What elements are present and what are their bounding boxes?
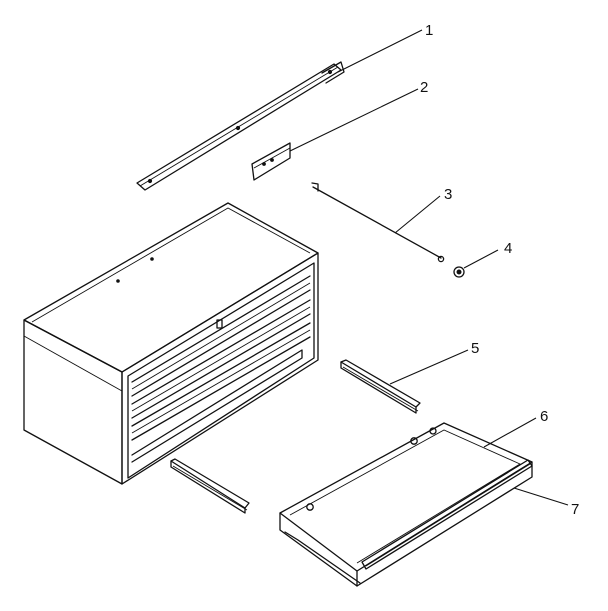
part-2-mounting-bracket <box>251 142 291 181</box>
callout-7-label: 7 <box>571 501 579 518</box>
part-4-retainer-clip <box>453 266 465 278</box>
left-drawer-slide <box>170 458 250 514</box>
tool-chest-body <box>23 202 319 485</box>
callout-3-label: 3 <box>444 186 452 203</box>
callout-5-label: 5 <box>471 340 479 357</box>
part-3-lock-rod <box>311 182 445 263</box>
callout-6-label: 6 <box>540 408 548 425</box>
callouts: 1 2 3 4 5 6 7 <box>289 22 579 518</box>
callout-2-label: 2 <box>420 79 428 96</box>
callout-4-label: 4 <box>504 240 512 257</box>
part-5-drawer-slide <box>340 359 421 414</box>
callout-1-label: 1 <box>425 22 433 39</box>
part-1-top-rail <box>136 61 345 191</box>
part-6-drawer <box>279 422 533 587</box>
part-7-drawer-rail <box>284 459 533 584</box>
